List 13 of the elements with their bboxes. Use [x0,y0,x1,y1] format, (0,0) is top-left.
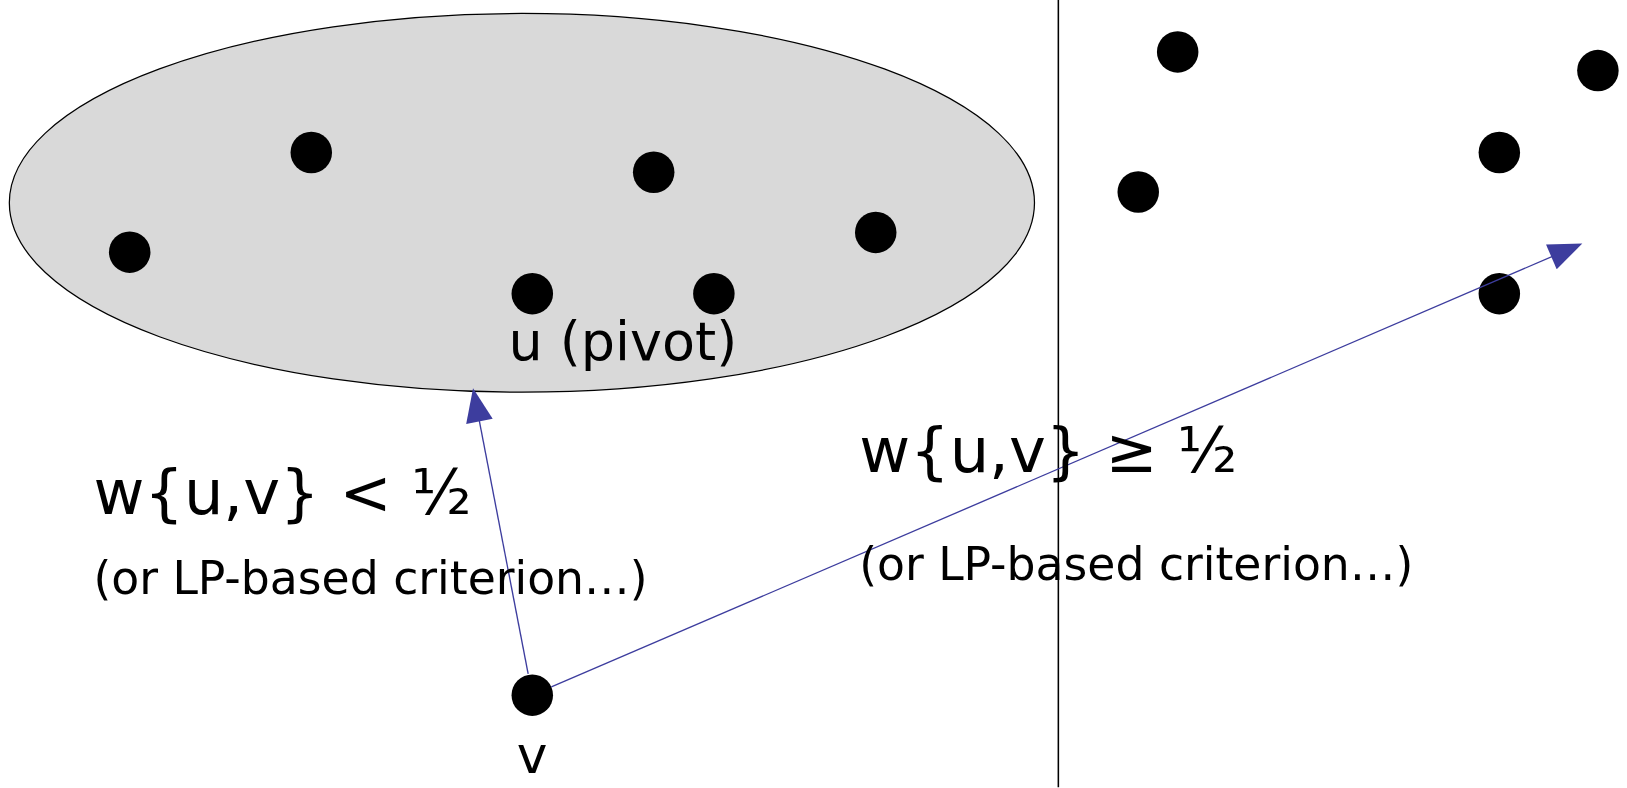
edge-label: w{u,v} < ½ [93,460,472,523]
group-ellipse [8,12,1036,394]
point-label: v [516,729,548,782]
point-label: u (pivot) [508,314,738,369]
point-dot [1478,131,1521,174]
arrow [550,243,1583,688]
point-dot [1478,272,1521,315]
point-dot [1156,31,1199,73]
arrow [466,388,529,675]
point-dot [1577,49,1619,92]
point-dot [511,674,554,716]
point-dot [1117,171,1159,213]
criterion-note: (or LP-based criterion…) [93,555,648,601]
